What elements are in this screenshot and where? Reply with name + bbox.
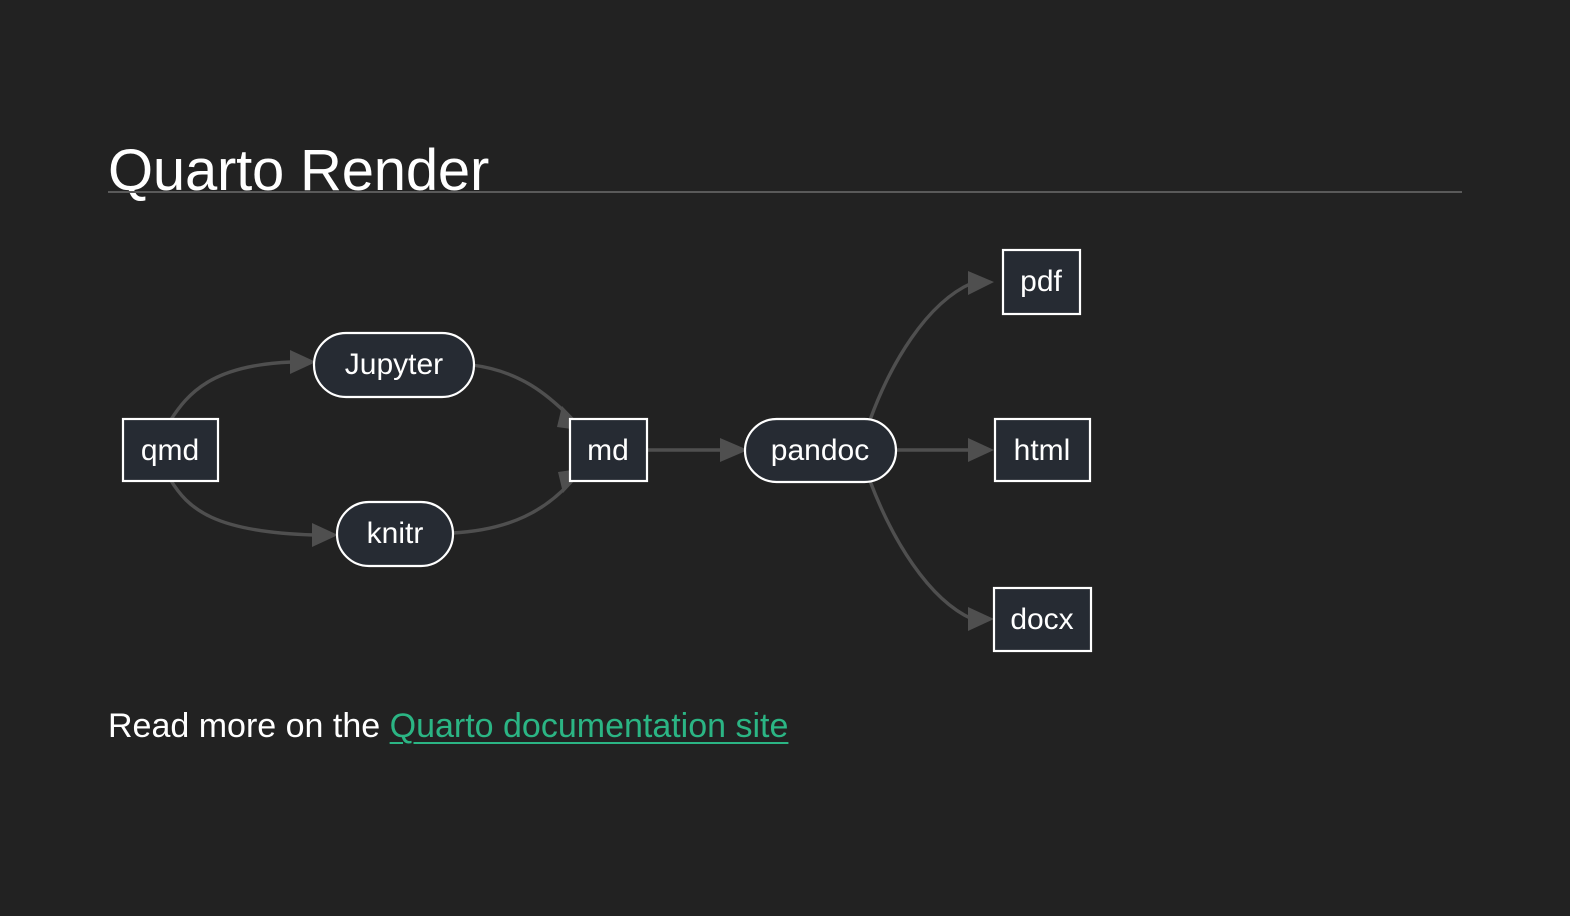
node-label-md: md (587, 434, 629, 467)
edge-pandoc-html (894, 438, 994, 462)
node-jupyter[interactable]: Jupyter (312, 331, 476, 399)
title-divider (108, 191, 1462, 193)
node-group: qmd Jupyter knitr md (121, 248, 1093, 653)
node-qmd[interactable]: qmd (121, 417, 220, 483)
edge-md-pandoc (645, 438, 748, 462)
arrow-head-icon (290, 350, 316, 374)
arrow-head-icon (968, 438, 994, 462)
arrow-head-icon (312, 523, 338, 547)
arrow-head-icon (720, 438, 748, 462)
arrow-head-icon (968, 607, 994, 631)
node-label-knitr: knitr (367, 517, 424, 550)
node-md[interactable]: md (568, 417, 649, 483)
node-knitr[interactable]: knitr (335, 500, 455, 568)
node-html[interactable]: html (993, 417, 1092, 483)
quarto-render-flowchart: qmd Jupyter knitr md (100, 225, 1140, 675)
edge-knitr-md (450, 468, 586, 535)
node-pdf[interactable]: pdf (1001, 248, 1082, 316)
page-title: Quarto Render (108, 137, 490, 203)
arrow-head-icon (968, 271, 994, 295)
quarto-documentation-link[interactable]: Quarto documentation site (389, 707, 789, 745)
edge-pandoc-docx (868, 479, 994, 631)
edge-qmd-jupyter (168, 350, 316, 423)
node-label-html: html (1014, 434, 1071, 467)
node-label-qmd: qmd (141, 434, 199, 467)
node-label-pdf: pdf (1020, 265, 1062, 298)
node-pandoc[interactable]: pandoc (743, 417, 898, 484)
edge-qmd-knitr (168, 477, 338, 547)
node-label-docx: docx (1010, 603, 1073, 636)
edge-pandoc-pdf (868, 271, 994, 422)
read-more-line: Read more on the Quarto documentation si… (108, 707, 788, 746)
flowchart-svg: qmd Jupyter knitr md (121, 248, 1093, 653)
node-docx[interactable]: docx (992, 586, 1093, 653)
node-label-jupyter: Jupyter (345, 348, 443, 381)
read-more-lead-text: Read more on the (108, 707, 390, 745)
node-label-pandoc: pandoc (771, 434, 869, 467)
